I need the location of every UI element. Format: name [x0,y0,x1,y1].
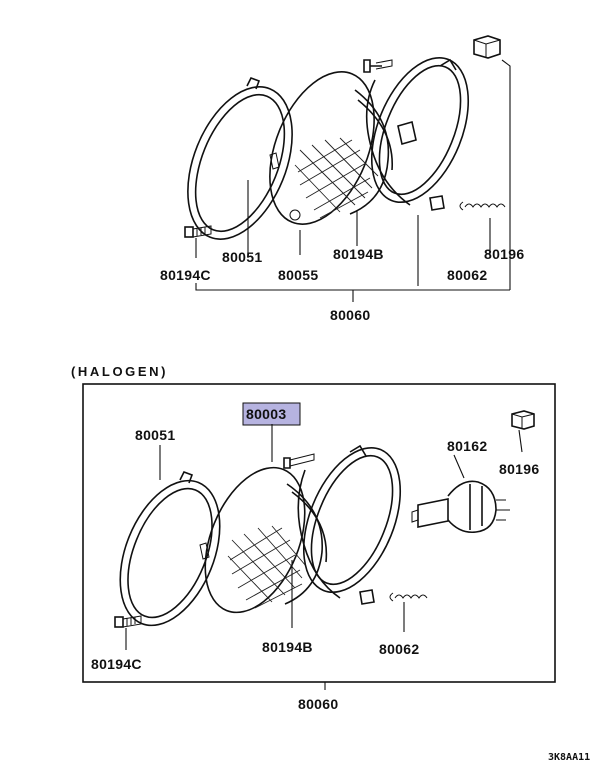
housing-80194B-halogen [297,444,402,605]
screw-80194C-halogen [114,615,142,628]
label-80196-top: 80196 [484,246,524,262]
label-80194C-top: 80194C [160,267,211,283]
label-80194C-halogen: 80194C [91,656,142,672]
section-title-halogen: (HALOGEN) [71,364,168,379]
label-80003-halogen: 80003 [246,406,286,422]
label-80062-top: 80062 [447,267,487,283]
retaining-ring-80051-halogen [119,470,221,627]
top-assembly [184,35,511,302]
label-80060-top: 80060 [330,307,370,323]
halogen-bulb-80162 [411,480,510,534]
housing-80194B-top [365,56,470,211]
beam-unit-80003-halogen [204,466,328,614]
label-80062-halogen: 80062 [379,641,419,657]
label-80055-top: 80055 [278,267,318,283]
label-80060-halogen: 80060 [298,696,338,712]
screw-halogen-housing [283,453,315,469]
drawing-code: 3K8AA11 [548,752,590,763]
label-80051-halogen: 80051 [135,427,175,443]
leader-lines-halogen [125,424,523,690]
label-80194B-top: 80194B [333,246,384,262]
screw-top-housing [363,59,393,73]
label-80194B-halogen: 80194B [262,639,313,655]
spring-80062-halogen [389,592,428,602]
halogen-assembly [114,410,535,690]
label-80051-top: 80051 [222,249,262,265]
socket-80196-top [473,35,501,59]
retaining-ring-80051-top [187,76,293,240]
leader-lines-top [195,59,511,302]
sealed-beam-80055-top [269,71,393,225]
socket-80196-halogen [511,410,535,430]
halogen-assembly-frame [82,383,556,683]
label-80162-halogen: 80162 [447,438,487,454]
label-80196-halogen: 80196 [499,461,539,477]
screw-80194C-top [184,225,212,238]
spring-80062-top [459,201,506,211]
